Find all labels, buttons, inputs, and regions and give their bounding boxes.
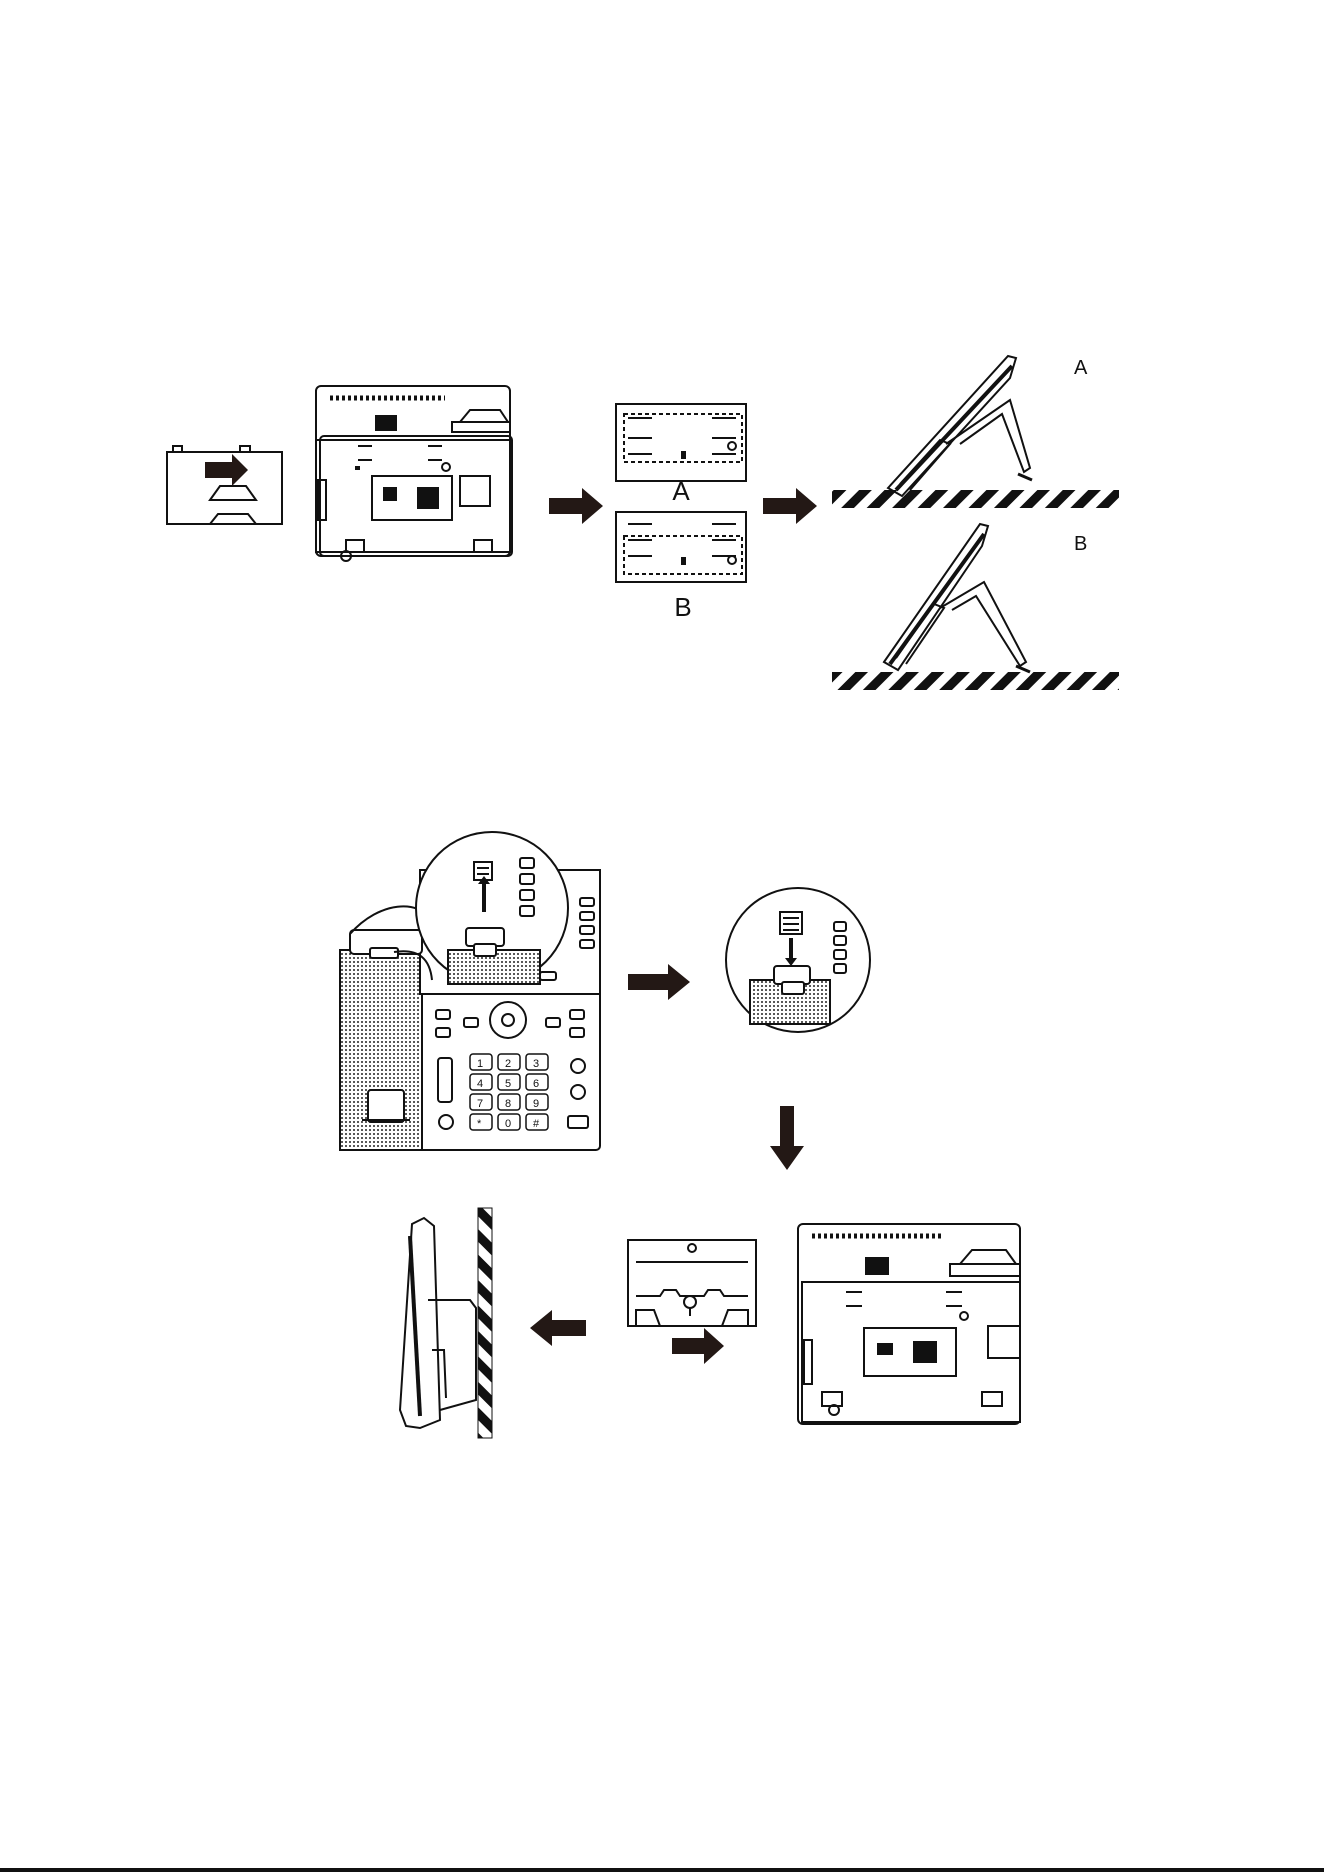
key-4: 4 (470, 1074, 492, 1090)
svg-text:#: # (533, 1118, 540, 1130)
svg-text:9: 9 (533, 1098, 539, 1110)
step-arrow-1 (549, 488, 603, 524)
svg-text:*: * (477, 1118, 482, 1130)
key-7: 7 (470, 1094, 492, 1110)
svg-text:1: 1 (477, 1058, 483, 1070)
angle-label-b: B (1074, 533, 1087, 555)
slot-label-a: A (672, 476, 690, 506)
desk-angle-b (884, 524, 1030, 672)
svg-text:3: 3 (533, 1058, 539, 1070)
svg-text:6: 6 (533, 1078, 539, 1090)
wall-surface (478, 1208, 492, 1438)
key-8: 8 (498, 1094, 520, 1110)
step-arrow-3 (628, 964, 690, 1000)
wall-mounted-phone-side (400, 1218, 476, 1428)
key-2: 2 (498, 1054, 520, 1070)
slot-label-b: B (674, 592, 691, 622)
svg-text:4: 4 (477, 1078, 483, 1090)
key-6: 6 (526, 1074, 548, 1090)
step-arrow-2 (763, 488, 817, 524)
slot-diagram-b (616, 512, 746, 582)
svg-text:7: 7 (477, 1098, 483, 1110)
page-bottom-rule (0, 1868, 1324, 1872)
svg-text:5: 5 (505, 1078, 511, 1090)
svg-text:2: 2 (505, 1058, 511, 1070)
zoom-callout-2 (726, 888, 870, 1032)
angle-label-a: A (1074, 357, 1088, 379)
key-hash: # (526, 1114, 548, 1130)
stand-piece (167, 446, 282, 524)
step-arrow-down (770, 1106, 804, 1170)
key-star: * (470, 1114, 492, 1130)
wall-mount-bracket (628, 1240, 756, 1326)
desk-surface-a (832, 490, 1119, 508)
slot-diagram-a (616, 404, 746, 481)
attach-arrow (672, 1328, 724, 1364)
key-0: 0 (498, 1114, 520, 1130)
key-5: 5 (498, 1074, 520, 1090)
phone-back-view-wall (798, 1224, 1020, 1424)
key-3: 3 (526, 1054, 548, 1070)
key-1: 1 (470, 1054, 492, 1070)
step-arrow-left (530, 1310, 586, 1346)
phone-back-view (316, 386, 512, 561)
key-9: 9 (526, 1094, 548, 1110)
desk-angle-a (888, 356, 1032, 496)
desk-surface-b (832, 672, 1119, 690)
svg-text:8: 8 (505, 1098, 511, 1110)
svg-text:0: 0 (505, 1118, 511, 1130)
